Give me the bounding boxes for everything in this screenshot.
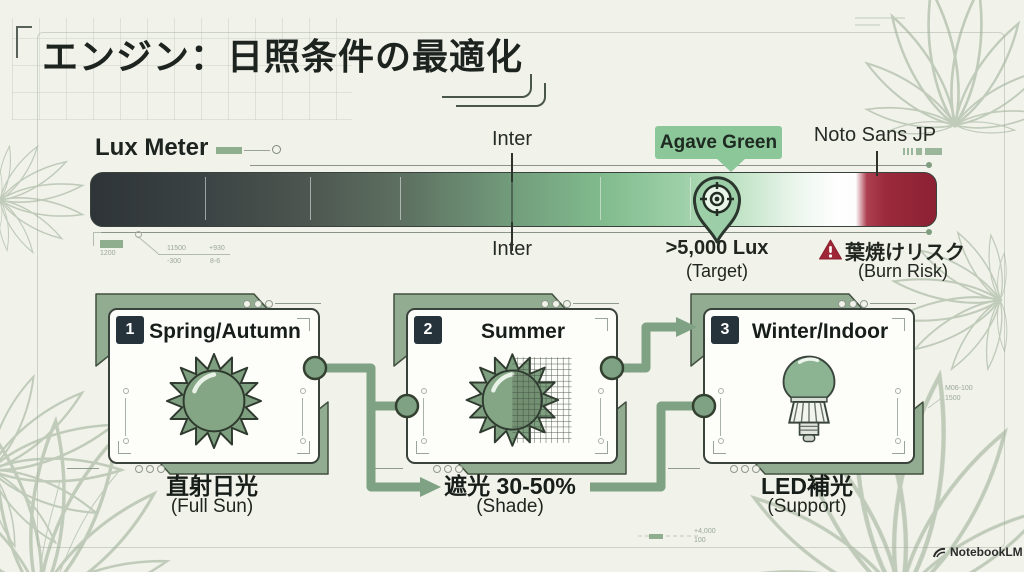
bar-tick [205,177,206,220]
inter-label-top: Inter [491,128,533,150]
title-end-bracket [442,74,562,114]
burn-risk-label-en: (Burn Risk) [857,261,948,281]
annotation-text: -300 [167,258,182,265]
lux-gradient-bar [90,172,937,227]
title-corner-bracket [16,26,32,58]
warning-icon [819,239,842,260]
annotation-text: +930 [209,245,225,252]
target-value: >5,000 Lux [665,237,769,259]
card-label-en: (Shade) [476,496,544,517]
bar-tick [690,177,691,220]
bar-tick-center [511,172,513,225]
corner-bracket [892,318,905,331]
slide-frame [37,32,1005,548]
lux-meter-dash-decor [216,147,242,154]
annotation-text: 1500 [945,395,961,402]
card-summer: 2 Summer [406,308,618,464]
bar-guide-left-corner2 [93,232,101,233]
corner-bracket [297,441,310,454]
annotation-text: 100 [694,537,706,544]
annotation-text: 1200 [100,250,116,257]
target-caption: (Target) [685,261,748,281]
bar-guide-bottom [100,232,926,233]
dots-decor [243,300,323,308]
lux-meter-label: Lux Meter [95,134,209,161]
lux-meter-circle-decor [272,145,281,154]
card-winter-indoor: 3 Winter/Indoor [703,308,915,464]
agave-green-badge: Agave Green [655,126,782,159]
corner-bracket [713,441,726,454]
edge-decor [421,388,427,446]
card-label-jp: LED補光 [761,473,853,499]
step-badge: 1 [116,316,144,344]
inter-tick-top [511,153,513,182]
corner-bracket [118,441,131,454]
edge-decor [123,388,129,446]
dots-decor [67,465,179,473]
burn-risk-label-jp: 葉焼けリスク [845,242,965,264]
card-label-jp: 直射日光 [166,473,258,499]
bar-guide-bottom-dot [926,229,932,235]
card-title: Summer [480,320,566,343]
sun-icon [165,352,263,450]
lux-meter-line-decor [244,150,270,151]
bar-tick [310,177,311,220]
notebooklm-icon [933,546,946,559]
annotation-chip [100,240,123,248]
annotation-circle [135,231,142,238]
target-pin-icon [689,169,745,245]
annotation-text: 8-6 [210,258,221,265]
card-title: Winter/Indoor [751,320,889,343]
inter-tick-bottom [511,222,513,251]
card-label-en: (Full Sun) [170,496,254,517]
annotation-text: M06-100 [945,385,973,392]
bar-guide-top [250,165,926,166]
card-label-en: (Support) [767,496,847,517]
page-title: エンジン：日照条件の最適化 [42,36,524,77]
card-label-jp: 遮光 30-50% [444,473,576,499]
led-bulb-icon [776,352,842,448]
card-spring-autumn: 1 Spring/Autumn [108,308,320,464]
step-badge: 3 [711,316,739,344]
edge-decor [598,388,604,446]
bar-guide-top-dot [926,162,932,168]
shaded-sun-icon [460,352,584,448]
bar-guide-left-corner [93,232,94,246]
edge-decor [718,388,724,446]
annotation-hline [158,254,230,255]
corner-bracket [297,318,310,331]
step-badge: 2 [414,316,442,344]
noto-tick [876,151,878,176]
card-title: Spring/Autumn [149,320,301,343]
annotation-text: 11500 [167,245,186,252]
dots-decor [838,300,918,308]
bar-tick [600,177,601,220]
annotation-chip [649,534,663,539]
dots-decor [541,300,621,308]
annotation-text: +4,000 [694,528,716,535]
edge-decor [895,388,901,446]
corner-bracket [892,441,905,454]
corner-bracket [595,318,608,331]
title-grid-decor [12,18,352,120]
bar-tick [400,177,401,220]
font-note-label: Noto Sans JP [813,124,937,146]
edge-decor [300,388,306,446]
footer-brand: NotebookLM [933,545,1023,559]
footer-brand-text: NotebookLM [950,545,1023,559]
equalizer-icon [903,148,943,156]
